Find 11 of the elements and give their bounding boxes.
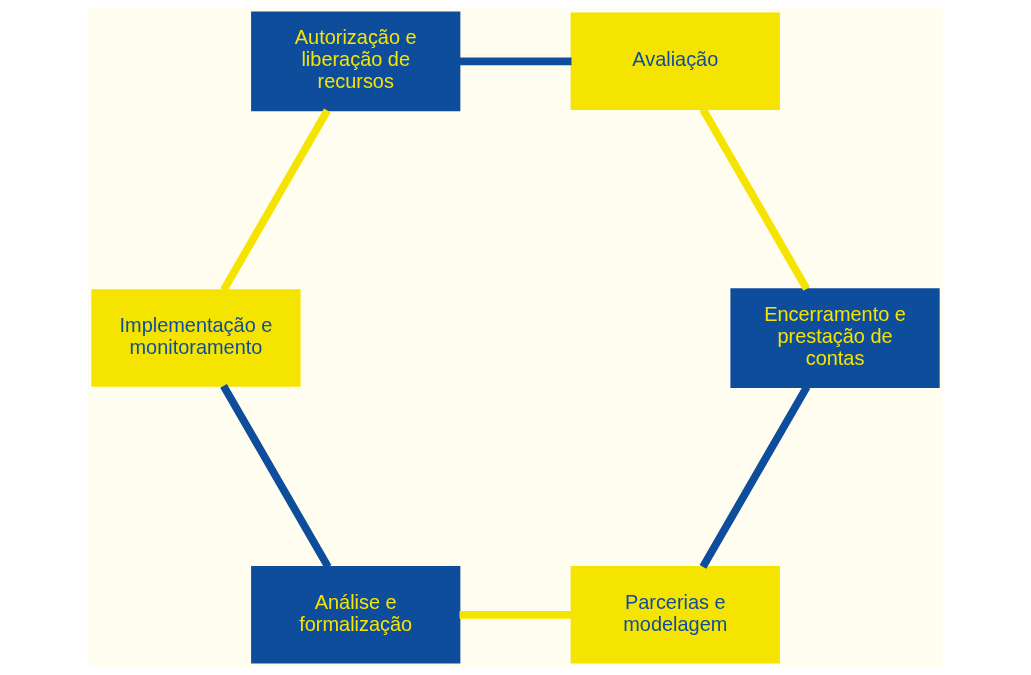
node-box: Análise e formalização [251, 566, 461, 664]
connector [220, 383, 332, 569]
node-box: Autorização e liberação de recursos [251, 11, 461, 112]
connector [699, 107, 810, 291]
node-box: Avaliação [570, 12, 780, 111]
node-box: Implementação e monitoramento [91, 289, 301, 387]
connector [459, 57, 572, 66]
node-box: Encerramento e prestação de contas [730, 288, 940, 388]
connector [220, 108, 331, 293]
connector [459, 610, 572, 619]
node-box: Parcerias e modelagem [570, 566, 780, 664]
